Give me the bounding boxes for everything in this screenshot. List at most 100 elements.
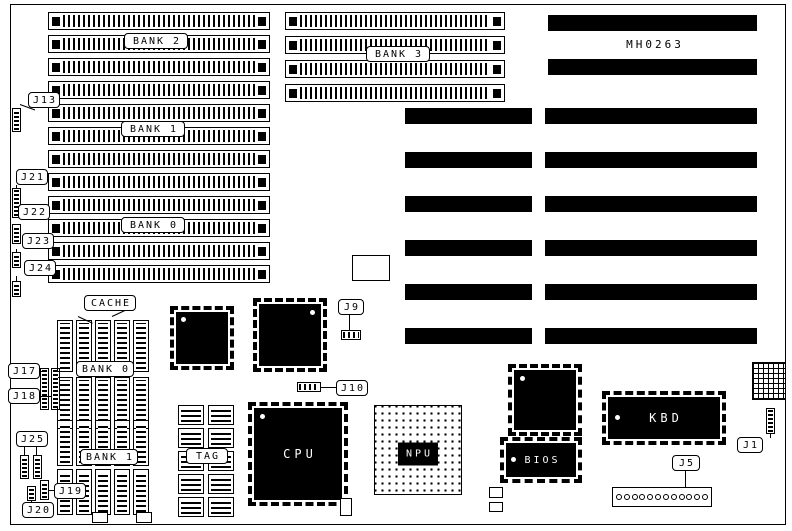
small-component — [489, 502, 503, 512]
pin1-dot — [260, 414, 265, 419]
jumper-label-j9: J9 — [338, 299, 364, 315]
connector-pin — [639, 494, 646, 500]
cache-sram-chip — [95, 420, 111, 466]
jumper-header-j19 — [40, 480, 49, 500]
jumper-label-j22: J22 — [18, 204, 50, 220]
simm-socket — [285, 12, 505, 30]
simm-socket — [48, 81, 270, 99]
cache-sram-chip — [114, 469, 130, 515]
tag-ram-chip — [208, 474, 234, 494]
jumper-label-j18: J18 — [8, 388, 40, 404]
isa-slot-segment — [405, 152, 532, 168]
simm-socket — [285, 84, 505, 102]
isa-slot-segment — [545, 108, 757, 124]
cache-sram-chip — [57, 320, 73, 372]
simm-socket — [285, 60, 505, 78]
jumper-label-j19: J19 — [54, 483, 86, 499]
keyboard-connector — [752, 362, 786, 400]
tag-ram-chip — [178, 497, 204, 517]
connector-pin — [694, 494, 701, 500]
label-bank2: BANK 2 — [124, 33, 188, 49]
power-connector-j5 — [612, 487, 712, 507]
tag-ram-chip — [208, 405, 234, 425]
jumper-label-j17: J17 — [8, 363, 40, 379]
jumper-label-j5: J5 — [672, 455, 700, 471]
label-cache-bank1: BANK 1 — [80, 449, 138, 465]
connector-pin — [662, 494, 669, 500]
cpu-label: CPU — [283, 447, 317, 461]
callout-line — [16, 185, 17, 188]
connector-pin — [623, 494, 630, 500]
npu-label: NPU — [397, 442, 439, 466]
cache-sram-chip — [57, 420, 73, 466]
jumper-header-j20 — [27, 486, 36, 501]
part-number: MH0263 — [626, 38, 684, 51]
cache-sram-chip — [114, 420, 130, 466]
callout-line — [36, 447, 37, 455]
pin1-dot — [615, 415, 620, 420]
cache-sram-chip — [133, 320, 149, 372]
isa-slot-segment — [405, 240, 532, 256]
jumper-header-j21 — [12, 188, 21, 218]
label-cache-bank0: BANK 0 — [76, 361, 134, 377]
simm-socket — [48, 104, 270, 122]
jumper-header-j18 — [51, 368, 60, 410]
tag-ram-chip — [208, 428, 234, 448]
callout-line — [49, 490, 55, 491]
pin1-dot — [520, 376, 525, 381]
small-component — [136, 512, 152, 523]
simm-socket — [48, 242, 270, 260]
label-cache: CACHE — [84, 295, 136, 311]
isa-slot-segment — [545, 240, 757, 256]
connector-pin — [686, 494, 693, 500]
small-component — [92, 512, 108, 523]
small-component — [340, 498, 352, 516]
callout-line — [321, 387, 336, 388]
connector-pin — [615, 494, 622, 500]
qfp-chip-3 — [508, 364, 582, 436]
jumper-header-j23 — [12, 252, 21, 268]
pin1-dot — [511, 457, 516, 462]
simm-socket — [48, 173, 270, 191]
isa-slot — [548, 59, 757, 75]
connector-pin — [670, 494, 677, 500]
isa-slot-segment — [405, 284, 532, 300]
simm-socket — [48, 150, 270, 168]
connector-pin — [647, 494, 654, 500]
jumper-header-j1 — [766, 408, 775, 434]
jumper-header-j24 — [12, 281, 21, 297]
pin1-dot — [181, 317, 186, 322]
jumper-label-j21: J21 — [16, 169, 48, 185]
callout-line — [685, 471, 686, 487]
jumper-header-j13 — [12, 108, 21, 132]
isa-slot-segment — [405, 108, 532, 124]
callout-line — [37, 396, 51, 397]
cache-sram-chip — [95, 469, 111, 515]
isa-slot-segment — [545, 196, 757, 212]
bios-label: BIOS — [524, 454, 561, 466]
qfp-chip-2 — [253, 298, 327, 372]
label-tag: TAG — [186, 448, 228, 464]
label-bank3: BANK 3 — [366, 46, 430, 62]
isa-slot-segment — [405, 328, 532, 344]
jumper-label-j23: J23 — [22, 233, 54, 249]
connector-pin — [702, 494, 709, 500]
connector-pin — [655, 494, 662, 500]
cache-sram-chip — [133, 469, 149, 515]
simm-socket — [48, 58, 270, 76]
jumper-header-j25b — [33, 455, 42, 479]
cpu-chip: CPU — [248, 402, 348, 506]
callout-line — [16, 249, 17, 253]
tag-ram-chip — [178, 428, 204, 448]
jumper-header-j22 — [12, 224, 21, 244]
bios-chip: BIOS — [500, 437, 582, 483]
jumper-label-j24: J24 — [24, 260, 56, 276]
callout-line — [349, 315, 350, 330]
isa-slot-segment — [545, 284, 757, 300]
connector-pin — [678, 494, 685, 500]
jumper-label-j20: J20 — [22, 502, 54, 518]
jumper-block-j10 — [297, 382, 321, 392]
isa-slot-segment — [545, 152, 757, 168]
npu-socket: NPU — [374, 405, 462, 495]
tag-ram-chip — [178, 474, 204, 494]
